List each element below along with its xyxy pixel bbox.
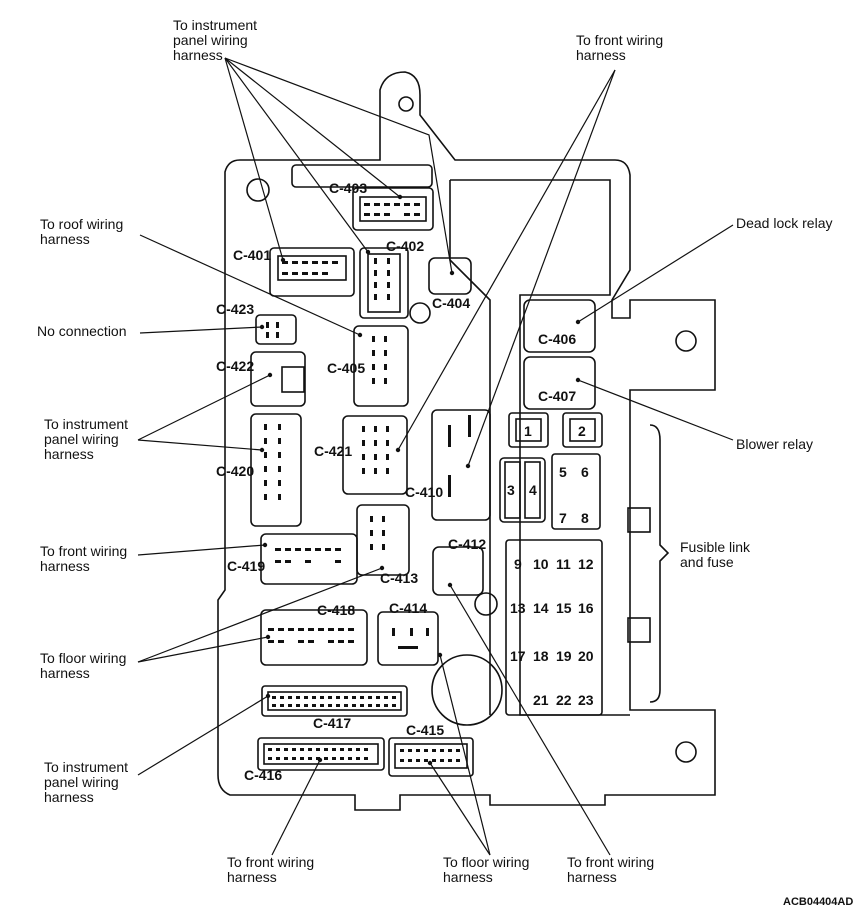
connector-c420-label: C-420 [216, 463, 255, 479]
fuse-number: 13 [510, 600, 526, 616]
connector-c423-label: C-423 [216, 301, 255, 317]
mounting-hole-bottom-right [675, 741, 697, 763]
fuse-number: 17 [510, 648, 526, 664]
connector-c413-label: C-413 [380, 570, 419, 586]
connector-c407-label: C-407 [538, 388, 577, 404]
connector-c415-label: C-415 [406, 722, 445, 738]
connector-c404-label: C-404 [432, 295, 471, 311]
label-floor-left: To floor wiring harness [40, 650, 127, 681]
connector-c419-shape [260, 533, 358, 585]
fuse-number: 7 [559, 510, 567, 526]
connector-c419-label: C-419 [227, 558, 266, 574]
label-fusible-link: Fusible link and fuse [680, 539, 751, 570]
label-no-connection: No connection [37, 323, 127, 339]
fuse-number: 2 [578, 423, 586, 439]
label-dead-lock-relay: Dead lock relay [736, 215, 833, 231]
fuse-number: 23 [578, 692, 594, 708]
connector-c410-label: C-410 [405, 484, 444, 500]
connector-c401-label: C-401 [233, 247, 272, 263]
connector-c414-shape [377, 611, 439, 666]
label-ip-mid: To instrument panel wiring harness [44, 416, 129, 462]
connector-c417-label: C-417 [313, 715, 352, 731]
fuse-number: 1 [524, 423, 532, 439]
label-ip-bottom: To instrument panel wiring harness [44, 759, 129, 805]
fuse-number: 6 [581, 464, 589, 480]
connector-c413-shape [356, 504, 410, 576]
fuse-number: 4 [529, 482, 537, 498]
relay-c406-body [523, 299, 596, 353]
connector-c422-shape [250, 351, 306, 407]
fuse-number: 8 [581, 510, 589, 526]
connector-c401-shape [269, 247, 355, 297]
connector-c416-shape [257, 737, 385, 771]
connector-c418-label: C-418 [317, 602, 356, 618]
connector-c416-label: C-416 [244, 767, 283, 783]
fuse-number: 19 [556, 648, 572, 664]
fuse-number: 10 [533, 556, 549, 572]
label-front-bottom-right: To front wiring harness [567, 854, 655, 885]
fuse-1-body [508, 412, 549, 448]
connector-c420-shape [250, 413, 302, 527]
connector-c403-shape [352, 187, 434, 231]
connector-c414-label: C-414 [389, 600, 428, 616]
reference-code: ACB04404AD [783, 896, 854, 908]
label-front-top: To front wiring harness [576, 32, 664, 63]
connector-c417-shape [261, 685, 408, 717]
connector-c405-label: C-405 [327, 360, 366, 376]
fuse-number: 3 [507, 482, 515, 498]
label-floor-bottom: To floor wiring harness [443, 854, 530, 885]
fuse-number: 21 [533, 692, 549, 708]
connector-c403-label: C-403 [329, 180, 368, 196]
label-front-bottom-left: To front wiring harness [227, 854, 315, 885]
connector-c412-label: C-412 [448, 536, 487, 552]
connector-c402-shape [359, 247, 409, 319]
label-roof: To roof wiring harness [40, 216, 124, 247]
junction-block-housing [217, 71, 716, 811]
relay-c407-body [523, 356, 596, 410]
fuse-number: 12 [578, 556, 594, 572]
connector-c410-shape [431, 409, 491, 521]
connector-c421-shape [342, 415, 408, 495]
connector-c422-label: C-422 [216, 358, 255, 374]
fuse-2-body [562, 412, 603, 448]
fuse-number: 22 [556, 692, 572, 708]
fuse-number: 16 [578, 600, 594, 616]
label-front-left: To front wiring harness [40, 543, 128, 574]
label-blower-relay: Blower relay [736, 436, 814, 452]
mounting-hole-top [398, 96, 414, 112]
label-ip-top: To instrument panel wiring harness [173, 17, 258, 63]
connector-c406-label: C-406 [538, 331, 577, 347]
fuse-number: 9 [514, 556, 522, 572]
fuse-number: 11 [556, 556, 571, 572]
fuse-number: 5 [559, 464, 567, 480]
mounting-hole-right [675, 330, 697, 352]
connector-c418-shape [260, 609, 368, 666]
connector-c402-label: C-402 [386, 238, 425, 254]
fuse-number: 20 [578, 648, 594, 664]
fuse-number: 18 [533, 648, 549, 664]
connector-c415-shape [388, 737, 474, 777]
connector-c423-shape [255, 314, 297, 345]
fuse-number: 14 [533, 600, 549, 616]
fuse-number: 15 [556, 600, 572, 616]
connector-c421-label: C-421 [314, 443, 353, 459]
mounting-hole-top-left [246, 178, 270, 202]
connector-c412-shape [432, 546, 484, 596]
connector-c405-shape [353, 325, 409, 407]
